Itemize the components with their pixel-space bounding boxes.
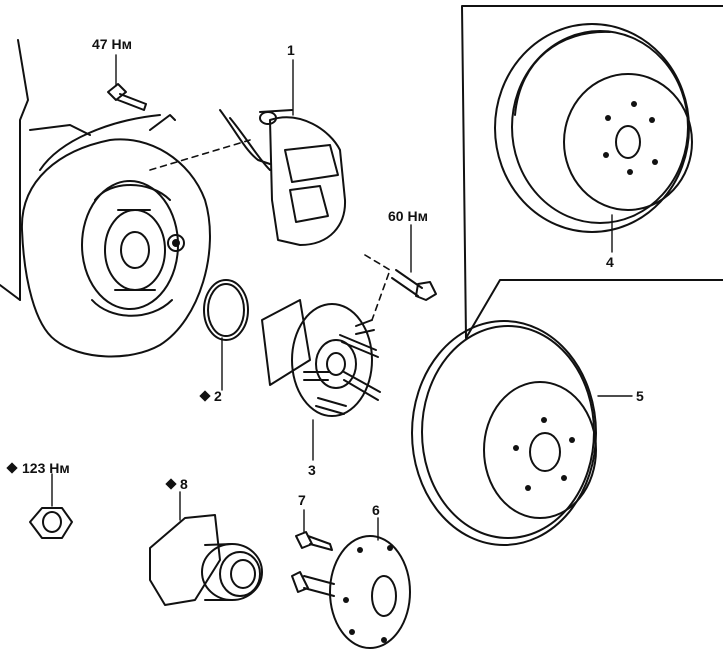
inset-frame [461, 5, 723, 339]
part-number-6: 6 [372, 502, 380, 518]
torque-label-47: 47 Нм [92, 36, 132, 52]
torque-label-60: 60 Нм [388, 208, 428, 224]
torque-label-123: 123 Нм [22, 460, 70, 476]
disc-bolt-holes [513, 417, 575, 491]
part-number-4: 4 [606, 254, 614, 270]
caliper-bolt [391, 269, 437, 301]
part-number-1: 1 [287, 42, 295, 58]
drum-bolt-holes [603, 101, 658, 175]
brake-caliper [219, 109, 347, 246]
o-ring [203, 279, 249, 341]
bearing-flange [149, 514, 263, 606]
stud-bolt [295, 531, 333, 551]
part-number-5: 5 [636, 388, 644, 404]
flange-holes [343, 545, 393, 643]
brake-disc [411, 320, 597, 546]
part-number-8: 8 [180, 476, 188, 492]
dashed-guides [149, 139, 391, 321]
part-number-7: 7 [298, 492, 306, 508]
backing-plate-assembly [0, 39, 211, 358]
hub-flange [291, 535, 411, 649]
brake-drum [494, 23, 693, 233]
part-number-2: 2 [214, 388, 222, 404]
part-number-3: 3 [308, 462, 316, 478]
hub-assembly [261, 299, 381, 417]
leader-lines [51, 54, 633, 541]
axle-nut [29, 507, 73, 539]
backing-plate-bolt [107, 83, 147, 111]
